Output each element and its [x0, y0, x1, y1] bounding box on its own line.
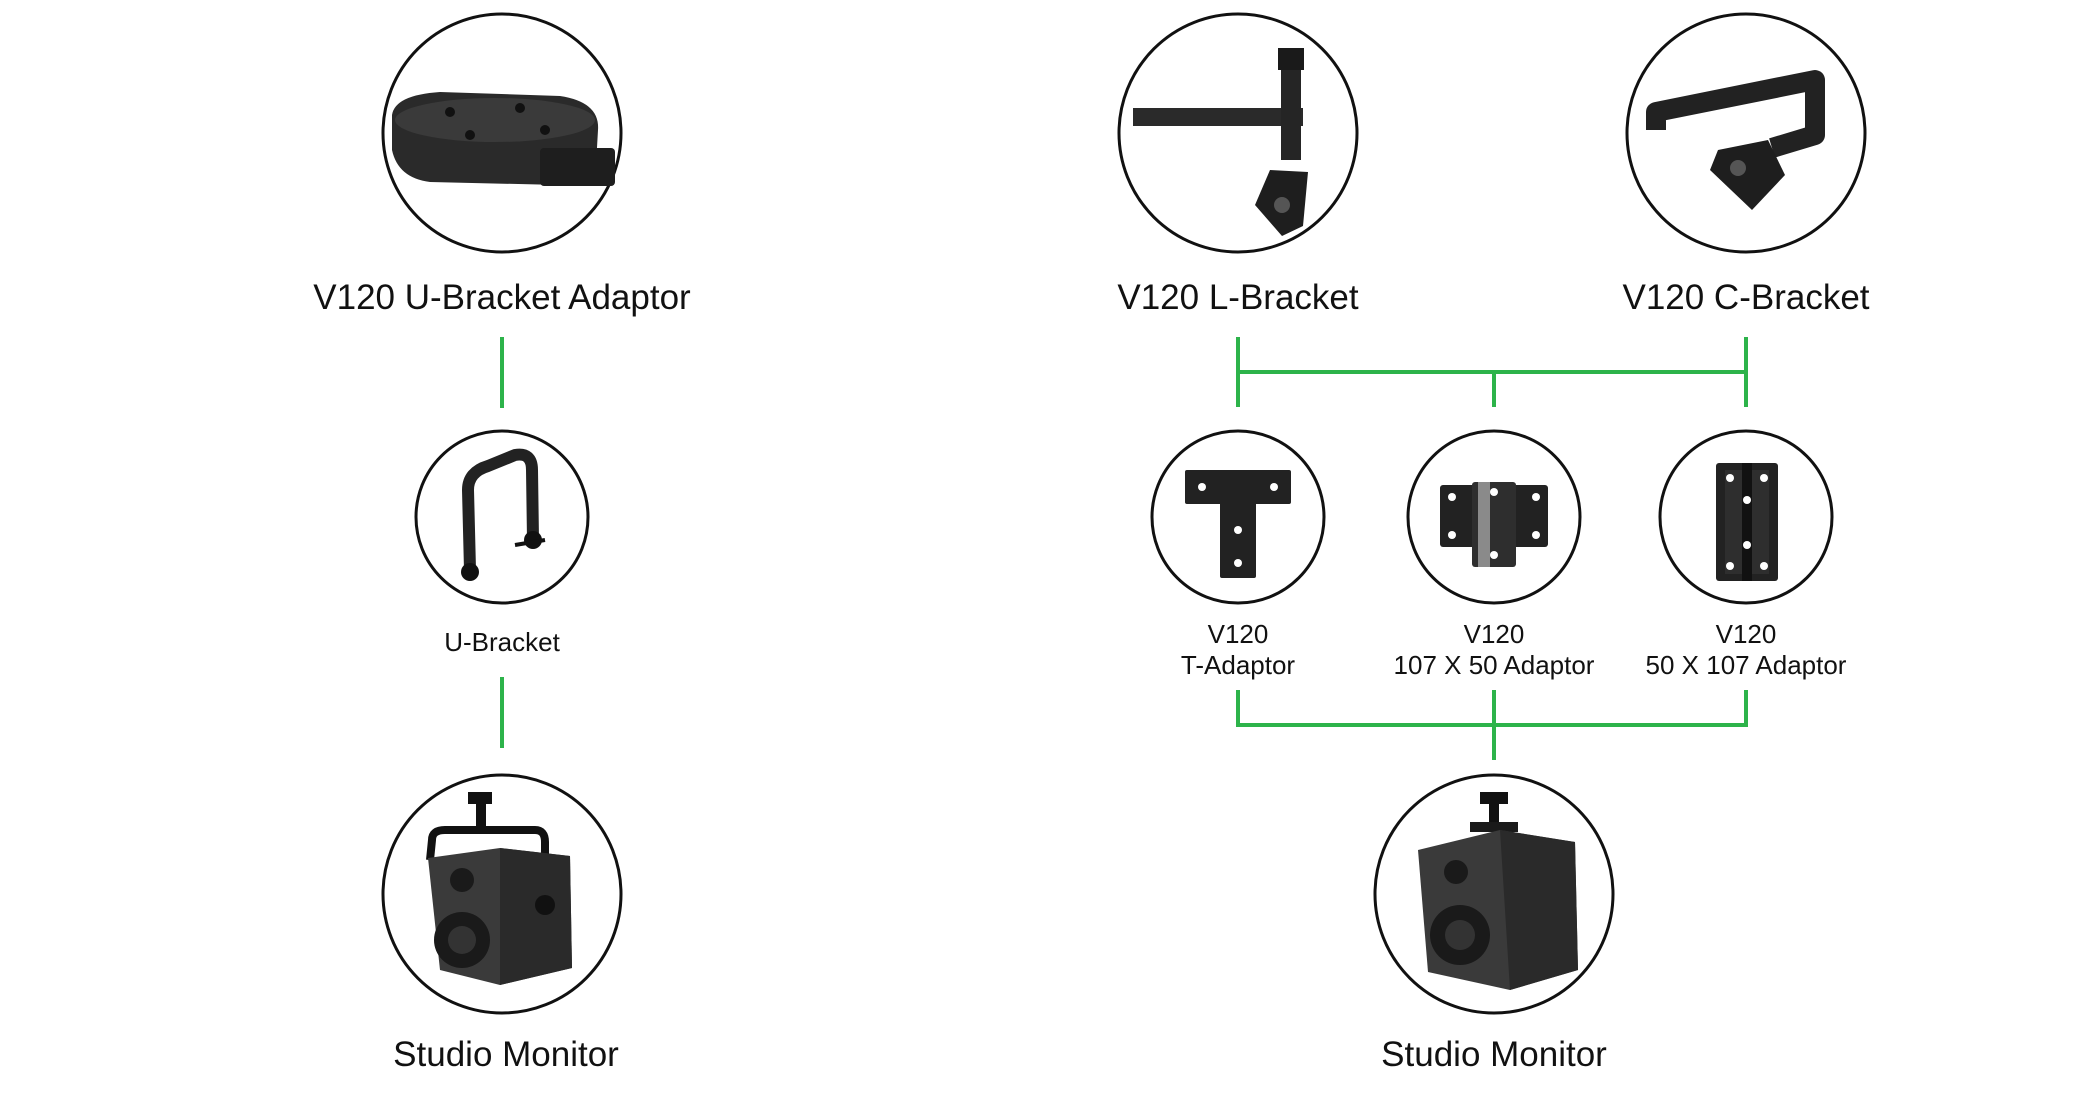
t-adaptor-label: V120 T-Adaptor — [1181, 619, 1295, 681]
adaptor-107x50-node — [1406, 429, 1582, 605]
50x107-adaptor-plate-icon — [1716, 463, 1778, 581]
u-bracket-adaptor-plate-icon — [392, 92, 615, 186]
u-bracket-circle — [414, 429, 590, 605]
adaptor-50x107-label-line1: V120 — [1715, 619, 1777, 649]
studio-monitor-left-node — [381, 773, 623, 1015]
c-bracket-circle — [1625, 12, 1867, 254]
adaptor-50x107-label-line2: 50 X 107 Adaptor — [1645, 650, 1847, 680]
u-bracket-adaptor-label: V120 U-Bracket Adaptor — [313, 278, 691, 317]
c-bracket-node — [1625, 12, 1867, 254]
studio-monitor-right-node — [1373, 773, 1615, 1015]
adaptor-107x50-label-line1: V120 — [1463, 619, 1525, 649]
l-bracket-icon — [1133, 48, 1308, 236]
studio-monitor-left-label: Studio Monitor — [393, 1035, 619, 1074]
studio-monitor-right-label: Studio Monitor — [1381, 1035, 1607, 1074]
107x50-adaptor-plate-icon — [1440, 482, 1548, 567]
connector-adaptors-to-monitor — [1236, 690, 1748, 760]
t-adaptor-label-line2: T-Adaptor — [1180, 650, 1296, 680]
c-bracket-label: V120 C-Bracket — [1622, 278, 1870, 317]
connector-brackets-to-adaptors — [1236, 337, 1748, 407]
t-adaptor-label-line1: V120 — [1207, 619, 1269, 649]
adaptor-50x107-label: V120 50 X 107 Adaptor — [1646, 619, 1847, 681]
l-bracket-circle — [1117, 12, 1359, 254]
adaptor-50x107-node — [1658, 429, 1834, 605]
t-adaptor-node — [1150, 429, 1326, 605]
adaptor-107x50-label-line2: 107 X 50 Adaptor — [1393, 650, 1595, 680]
c-bracket-icon — [1646, 70, 1825, 210]
t-adaptor-plate-icon — [1185, 470, 1291, 578]
u-bracket-node — [414, 429, 590, 605]
connectors — [500, 337, 1748, 760]
u-bracket-icon — [461, 448, 546, 581]
u-bracket-label: U-Bracket — [444, 627, 560, 657]
studio-monitor-with-mount-icon — [1418, 792, 1578, 990]
l-bracket-label: V120 L-Bracket — [1117, 278, 1359, 317]
studio-monitor-with-u-bracket-icon — [426, 792, 572, 985]
l-bracket-node — [1117, 12, 1359, 254]
u-bracket-adaptor-node — [381, 12, 623, 254]
adaptor-107x50-label: V120 107 X 50 Adaptor — [1394, 619, 1595, 681]
